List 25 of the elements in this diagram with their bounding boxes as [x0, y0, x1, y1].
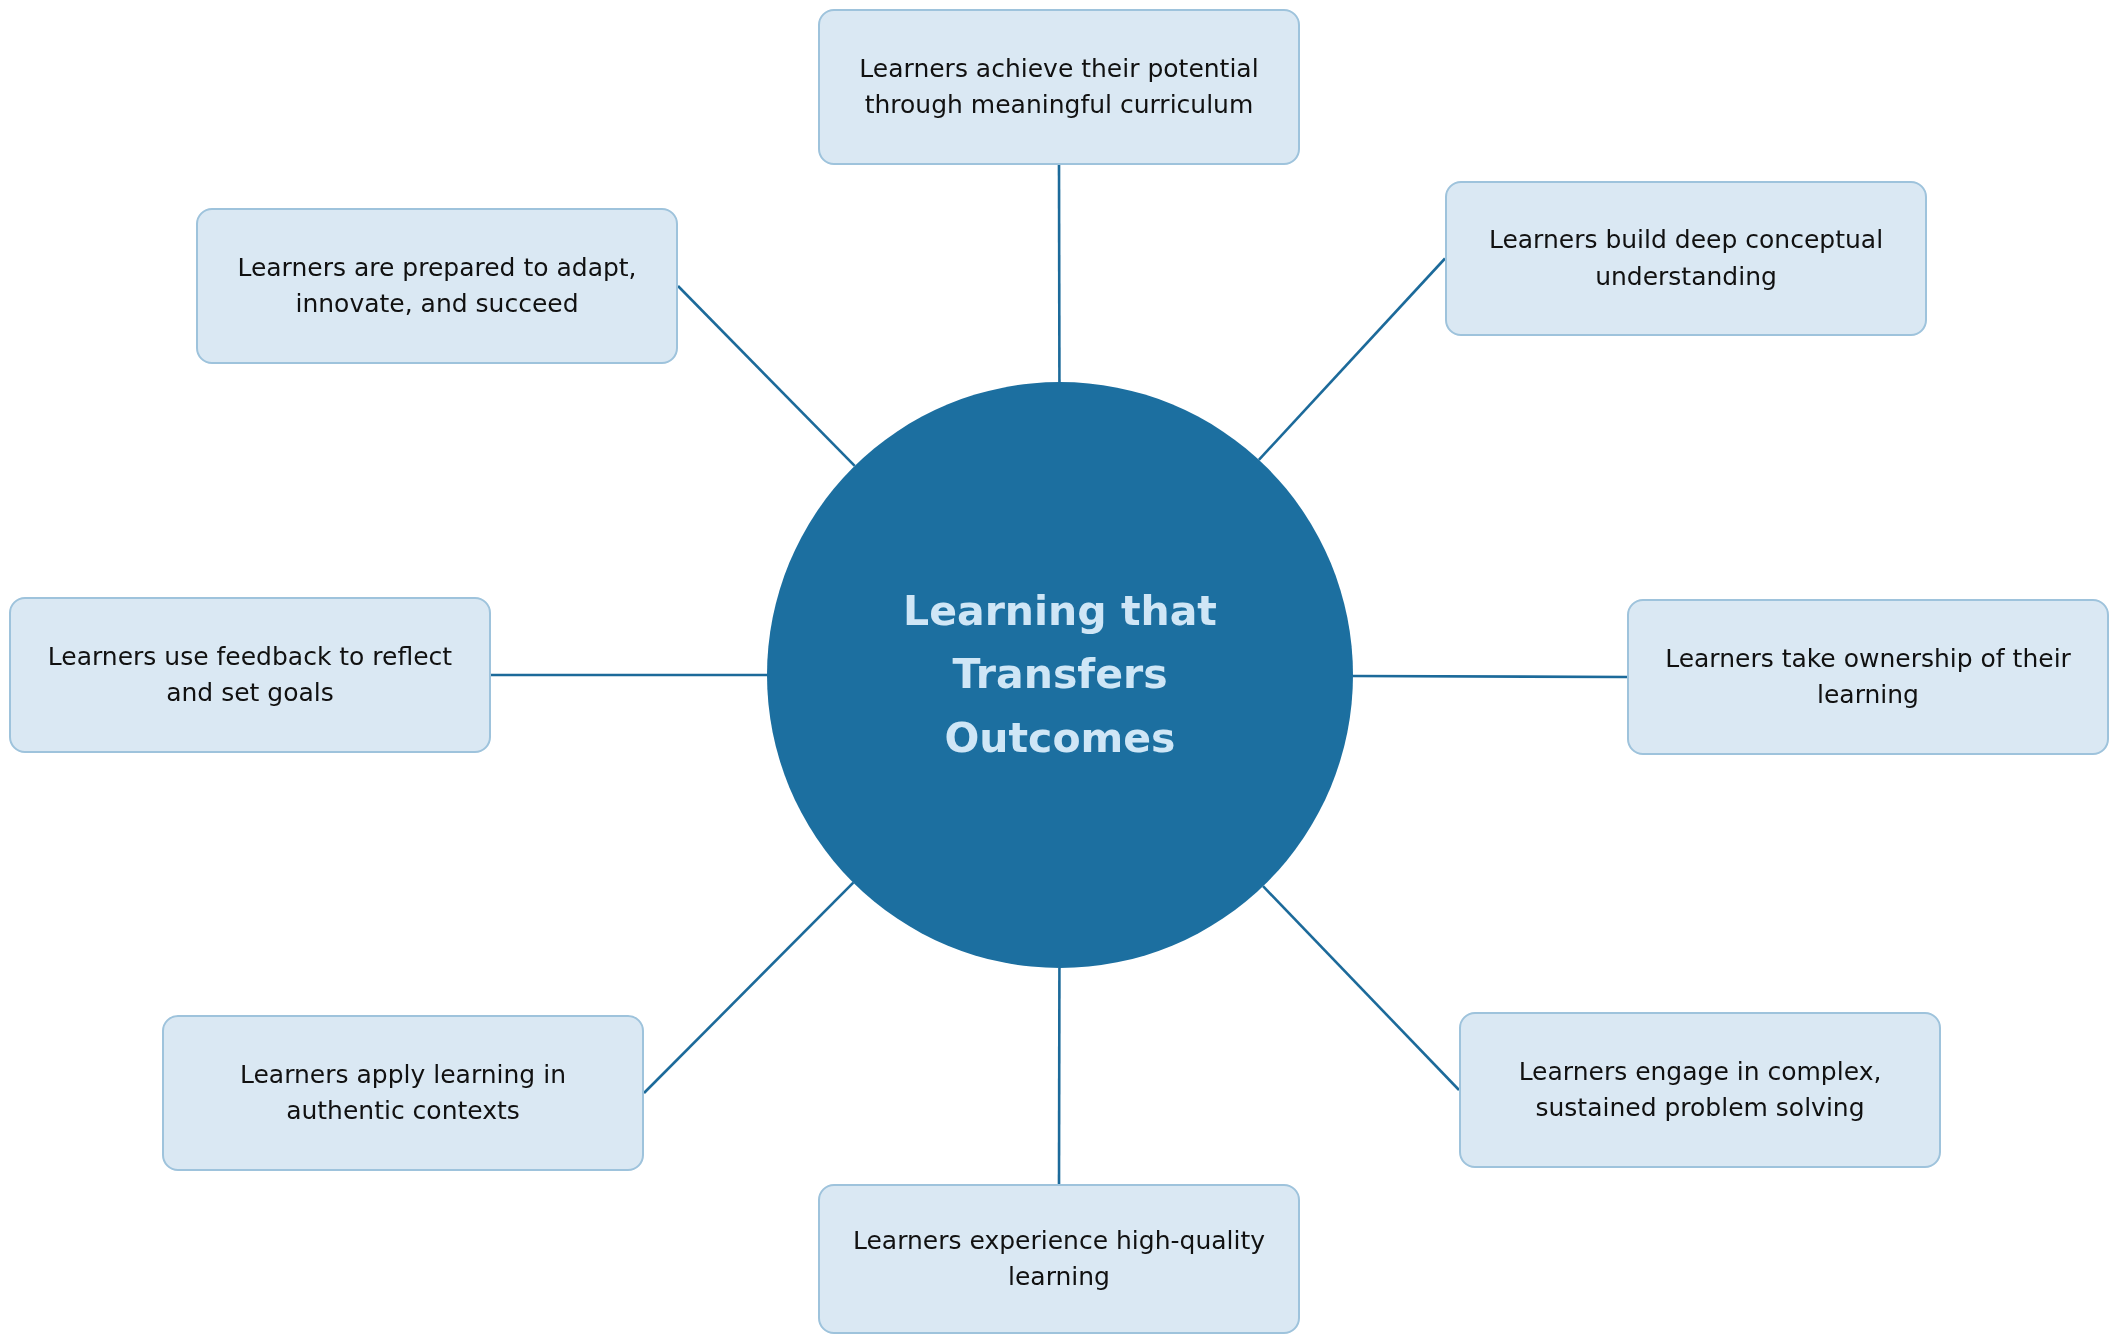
hub-title: Learning that Transfers Outcomes [902, 585, 1218, 764]
outcome-box [1459, 1012, 1941, 1168]
outcome-box [9, 597, 491, 753]
outcome-box [162, 1015, 644, 1171]
connector-line [1057, 968, 1061, 1184]
outcome-text: Learners apply learning in authentic contexts [239, 1058, 567, 1127]
connector-line [1057, 165, 1061, 382]
outcome-text: Learners use feedback to reflect and set goals [46, 640, 454, 709]
connector-line [1262, 885, 1460, 1091]
outcome-text: Learners are prepared to adapt, innovate, and succeed [236, 251, 638, 320]
outcome-text: Learners experience high-quality learning [851, 1224, 1267, 1293]
outcome-box [196, 208, 678, 364]
outcome-box [1627, 599, 2109, 755]
outcome-text: Learners achieve their potential through meaningful curriculum [858, 52, 1260, 121]
outcome-text: Learners engage in complex, sustained problem solving [1517, 1055, 1883, 1124]
connector-line [643, 881, 855, 1094]
connector-line [1353, 674, 1627, 679]
outcome-box [818, 1184, 1300, 1334]
outcome-text: Learners build deep conceptual understanding [1487, 224, 1885, 293]
outcome-box [1445, 181, 1927, 336]
connector-line [677, 285, 856, 467]
connector-line [491, 673, 767, 677]
outcome-box [818, 9, 1300, 165]
outcome-text: Learners take ownership of their learning [1664, 642, 2072, 711]
connector-line [1257, 257, 1446, 461]
